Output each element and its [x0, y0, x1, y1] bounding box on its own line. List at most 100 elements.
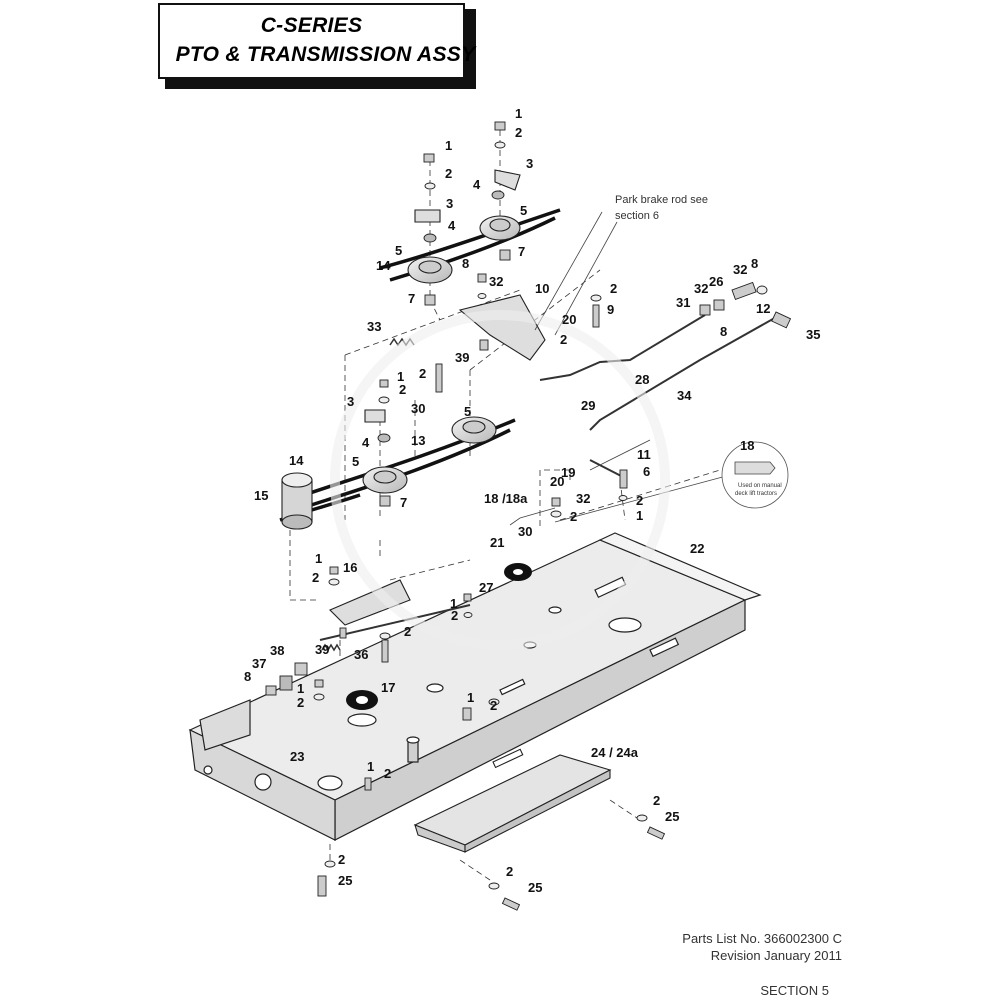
callout-22: 22 [690, 541, 704, 556]
callout-2: 2 [384, 766, 391, 781]
title-line-1: C-SERIES [260, 14, 363, 37]
callout-10: 10 [535, 281, 549, 296]
callout-2: 2 [570, 509, 577, 524]
callout-25: 25 [528, 880, 542, 895]
watermark-logo [330, 310, 670, 650]
inset-note-line-2: deck lift tractors [735, 491, 777, 497]
callout-3: 3 [526, 156, 533, 171]
callout-8: 8 [462, 256, 469, 271]
callout-32: 32 [694, 281, 708, 296]
callout-2: 2 [515, 125, 522, 140]
callout-1: 1 [515, 106, 522, 121]
hardware [265, 121, 792, 911]
callout-4: 4 [448, 218, 456, 233]
callout-16: 16 [343, 560, 357, 575]
parts-list-number: Parts List No. 366002300 C [682, 931, 842, 946]
callout-14: 14 [289, 453, 304, 468]
callout-29: 29 [581, 398, 595, 413]
callout-5: 5 [395, 243, 402, 258]
callout-3: 3 [446, 196, 453, 211]
title-line-2: PTO & TRANSMISSION ASSY [175, 43, 476, 66]
callout-2: 2 [312, 570, 319, 585]
callout-5: 5 [464, 404, 471, 419]
callout-2: 2 [610, 281, 617, 296]
callout-37: 37 [252, 656, 266, 671]
callout-12: 12 [756, 301, 770, 316]
callout-25: 25 [338, 873, 352, 888]
inset-note-line-1: Used on manual [738, 483, 782, 489]
callout-23: 23 [290, 749, 304, 764]
callout-17: 17 [381, 680, 395, 695]
callout-2: 2 [419, 366, 426, 381]
callout-1: 1 [367, 759, 374, 774]
callout-8: 8 [244, 669, 251, 684]
callout-7: 7 [518, 244, 525, 259]
idler-arms [329, 169, 546, 626]
callout-2: 2 [653, 793, 660, 808]
callout-7: 7 [400, 495, 407, 510]
park-brake-note-line-1: Park brake rod see [615, 194, 708, 206]
callout-20: 20 [562, 312, 576, 327]
callout-1: 1 [297, 681, 304, 696]
callout-8: 8 [720, 324, 727, 339]
callout-32: 32 [576, 491, 590, 506]
callout-1: 1 [467, 690, 474, 705]
callout-2: 2 [490, 698, 497, 713]
seal-washers [346, 563, 532, 710]
callout-19: 19 [561, 465, 575, 480]
callout-20: 20 [550, 474, 564, 489]
callout-7: 7 [408, 291, 415, 306]
callout-35: 35 [806, 327, 820, 342]
callout-2: 2 [445, 166, 452, 181]
pulleys [281, 215, 521, 530]
callout-26: 26 [709, 274, 723, 289]
bottom-plate [413, 748, 612, 853]
callout-2: 2 [399, 382, 406, 397]
callout-39: 39 [455, 350, 469, 365]
callout-1: 1 [315, 551, 322, 566]
callout-15: 15 [254, 488, 268, 503]
callout-2: 2 [297, 695, 304, 710]
callout-2: 2 [506, 864, 513, 879]
callout-6: 6 [643, 464, 650, 479]
revision-date: Revision January 2011 [710, 948, 842, 963]
callout-3: 3 [347, 394, 354, 409]
callout-14: 14 [376, 258, 391, 273]
callout-1: 1 [636, 508, 643, 523]
callout-13: 13 [411, 433, 425, 448]
section-label: SECTION 5 [760, 983, 829, 998]
callout-32: 32 [733, 262, 747, 277]
callout-18: 18 [740, 438, 754, 453]
manual-lift-inset: Used on manual deck lift tractors [721, 441, 789, 509]
callout-1: 1 [450, 596, 457, 611]
callout-28: 28 [635, 372, 649, 387]
callout-2: 2 [560, 332, 567, 347]
callout-4: 4 [362, 435, 370, 450]
callout-2: 2 [404, 624, 411, 639]
callout-33: 33 [367, 319, 381, 334]
callout-25: 25 [665, 809, 679, 824]
callout-numbers: 1 2 3 4 5 1 2 3 4 5 14 7 8 32 7 10 20 2 … [244, 106, 820, 895]
title-box: C-SERIES PTO & TRANSMISSION ASSY [158, 3, 475, 79]
leader-lines [509, 211, 731, 526]
callout-8: 8 [751, 256, 758, 271]
callout-9: 9 [607, 302, 614, 317]
callout-36: 36 [354, 647, 368, 662]
callout-2: 2 [636, 493, 643, 508]
callout-34: 34 [677, 388, 692, 403]
callout-2: 2 [451, 608, 458, 623]
park-brake-note-line-2: section 6 [615, 210, 659, 222]
callout-1: 1 [397, 369, 404, 384]
callout-4: 4 [473, 177, 481, 192]
callout-31: 31 [676, 295, 690, 310]
callout-18-18a: 18 /18a [484, 491, 528, 506]
callout-27: 27 [479, 580, 493, 595]
callout-2: 2 [338, 852, 345, 867]
callout-38: 38 [270, 643, 284, 658]
callout-11: 11 [637, 447, 651, 462]
callout-30: 30 [411, 401, 425, 416]
callout-5: 5 [352, 454, 359, 469]
callout-32: 32 [489, 274, 503, 289]
callout-1: 1 [445, 138, 452, 153]
